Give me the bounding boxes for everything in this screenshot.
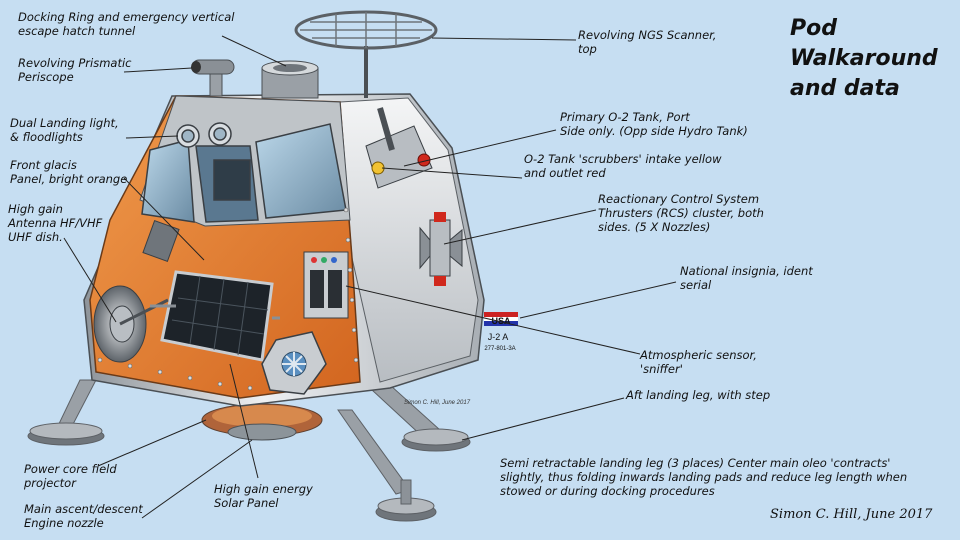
power-core-shape (261, 331, 327, 395)
callout-docking-ring: Docking Ring and emergency vertical esca… (18, 10, 235, 38)
callout-antenna: High gain Antenna HF/VHF UHF dish. (8, 202, 103, 244)
antenna-dish-shape (93, 285, 169, 363)
callout-sniffer: Atmospheric sensor, 'sniffer' (640, 348, 757, 376)
page-title: Pod Walkaround and data (790, 16, 938, 101)
ngs-scanner-shape (294, 10, 438, 98)
callout-glacis: Front glacis Panel, bright orange (10, 158, 128, 186)
hull-signature-text: Simon C. Hill, June 2017 (404, 400, 471, 406)
insignia-text: USA (491, 316, 511, 326)
sniffer-shape (303, 251, 349, 319)
leader-lines (63, 35, 677, 519)
callout-scrubbers: O-2 Tank 'scrubbers' intake yellow and o… (524, 152, 722, 180)
solar-panel-shape (150, 270, 280, 362)
ident-text: J-2 A (488, 332, 509, 342)
signature: Simon C. Hill, June 2017 (770, 507, 933, 522)
engine-nozzle (201, 403, 323, 441)
docking-ring-shape (261, 60, 319, 99)
rivets (97, 207, 359, 391)
callout-ngs-scanner: Revolving NGS Scanner, top (578, 28, 717, 56)
callout-o2-tank: Primary O-2 Tank, Port Side only. (Opp s… (560, 110, 748, 138)
callout-rcs: Reactionary Control System Thrusters (RC… (598, 192, 764, 234)
callout-solar-panel: High gain energy Solar Panel (214, 482, 313, 510)
periscope-shape (191, 59, 235, 97)
callout-periscope: Revolving Prismatic Periscope (18, 56, 132, 84)
callout-landing-lights: Dual Landing light, & floodlights (10, 116, 119, 144)
serial-text: 277-801-3A (484, 346, 515, 352)
rcs-shape (419, 212, 463, 286)
o2-tank-shape (365, 107, 433, 189)
antenna-box-shape (142, 219, 180, 263)
callout-aft-leg: Aft landing leg, with step (626, 388, 771, 402)
callout-semi-leg: Semi retractable landing leg (3 places) … (500, 456, 908, 498)
callout-power-core: Power core field projector (24, 462, 117, 490)
callout-engine-nozzle: Main ascent/descent Engine nozzle (24, 502, 143, 530)
hull-markings: USA J-2 A 277-801-3A Simon C. Hill, June… (404, 312, 518, 406)
cockpit-windows (141, 122, 347, 223)
landing-legs (27, 379, 471, 522)
callout-insignia: National insignia, ident serial (680, 264, 813, 292)
